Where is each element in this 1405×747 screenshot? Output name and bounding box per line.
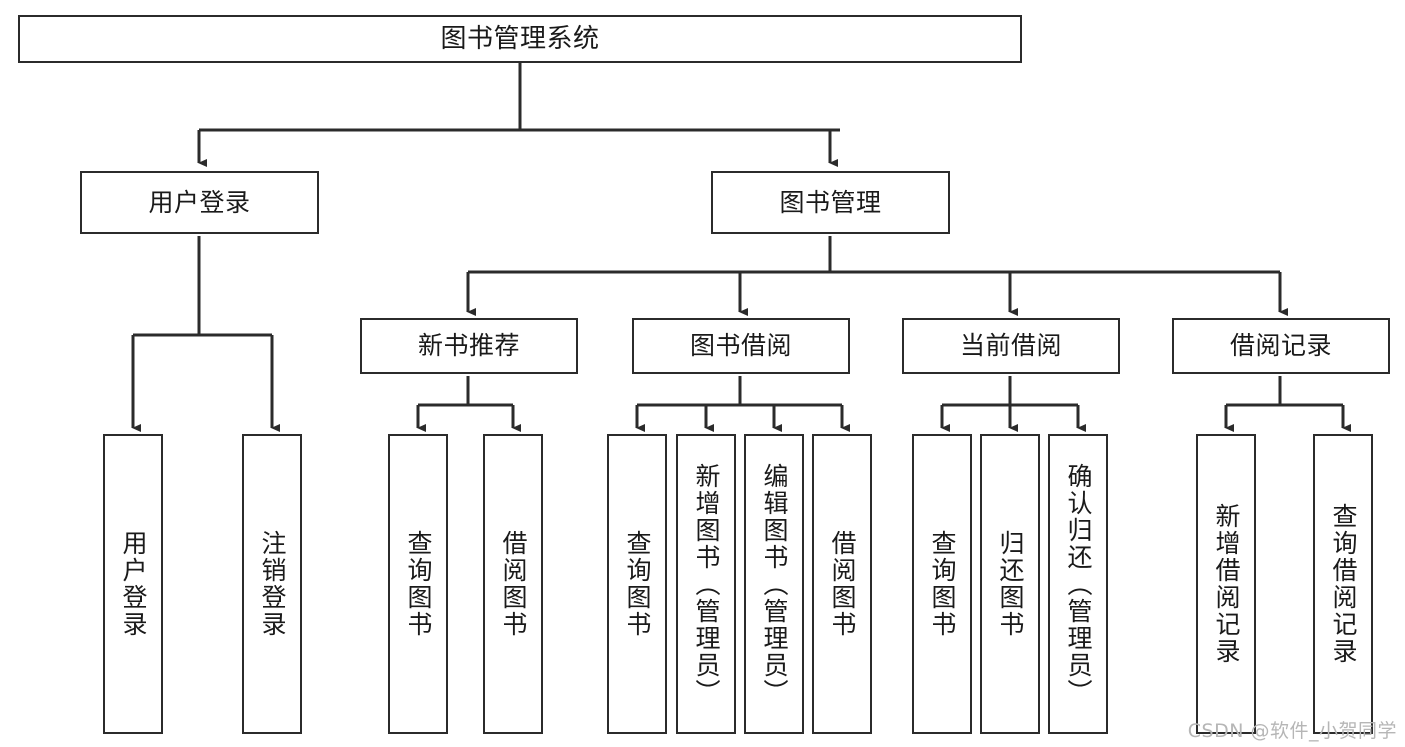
node-leaf-edit-book-label: 编辑图书（管理员）	[760, 462, 789, 706]
node-leaf-user-logout-label: 注销登录	[258, 530, 287, 638]
node-leaf-borrow-book-1[interactable]: 借阅图书	[483, 434, 543, 734]
node-current-borrow-label: 当前借阅	[959, 331, 1062, 361]
node-leaf-query-book-2-label: 查询图书	[623, 530, 652, 638]
node-new-book-recommend-label: 新书推荐	[417, 331, 520, 361]
node-leaf-user-logout[interactable]: 注销登录	[242, 434, 302, 734]
node-leaf-edit-book[interactable]: 编辑图书（管理员）	[744, 434, 804, 734]
node-leaf-add-book[interactable]: 新增图书（管理员）	[676, 434, 736, 734]
node-leaf-add-record[interactable]: 新增借阅记录	[1196, 434, 1256, 734]
node-user-login-label: 用户登录	[148, 187, 251, 217]
node-root-system-label: 图书管理系统	[440, 23, 600, 54]
node-borrow-record[interactable]: 借阅记录	[1172, 318, 1390, 374]
node-leaf-confirm-return-label: 确认归还（管理员）	[1064, 462, 1093, 706]
node-book-borrow-label: 图书借阅	[689, 331, 792, 361]
node-borrow-record-label: 借阅记录	[1229, 331, 1332, 361]
node-leaf-query-book-1-label: 查询图书	[404, 530, 433, 638]
node-leaf-user-login[interactable]: 用户登录	[103, 434, 163, 734]
node-book-manage[interactable]: 图书管理	[711, 171, 950, 234]
node-leaf-borrow-book-2[interactable]: 借阅图书	[812, 434, 872, 734]
node-root-system[interactable]: 图书管理系统	[18, 15, 1022, 63]
node-leaf-query-book-3-label: 查询图书	[928, 530, 957, 638]
node-new-book-recommend[interactable]: 新书推荐	[360, 318, 578, 374]
node-leaf-query-record-label: 查询借阅记录	[1329, 503, 1358, 665]
node-current-borrow[interactable]: 当前借阅	[902, 318, 1120, 374]
node-book-borrow[interactable]: 图书借阅	[632, 318, 850, 374]
node-leaf-return-book-label: 归还图书	[996, 530, 1025, 638]
node-leaf-query-book-1[interactable]: 查询图书	[388, 434, 448, 734]
node-book-manage-label: 图书管理	[779, 187, 882, 217]
node-leaf-add-record-label: 新增借阅记录	[1212, 503, 1241, 665]
node-leaf-borrow-book-2-label: 借阅图书	[828, 530, 857, 638]
node-leaf-add-book-label: 新增图书（管理员）	[692, 462, 721, 706]
node-user-login[interactable]: 用户登录	[80, 171, 319, 234]
node-leaf-query-book-3[interactable]: 查询图书	[912, 434, 972, 734]
node-leaf-user-login-label: 用户登录	[119, 530, 148, 638]
node-leaf-query-record[interactable]: 查询借阅记录	[1313, 434, 1373, 734]
csdn-watermark: CSDN @软件_小贺同学	[1187, 720, 1397, 742]
node-leaf-confirm-return[interactable]: 确认归还（管理员）	[1048, 434, 1108, 734]
node-leaf-borrow-book-1-label: 借阅图书	[499, 530, 528, 638]
node-leaf-return-book[interactable]: 归还图书	[980, 434, 1040, 734]
node-leaf-query-book-2[interactable]: 查询图书	[607, 434, 667, 734]
